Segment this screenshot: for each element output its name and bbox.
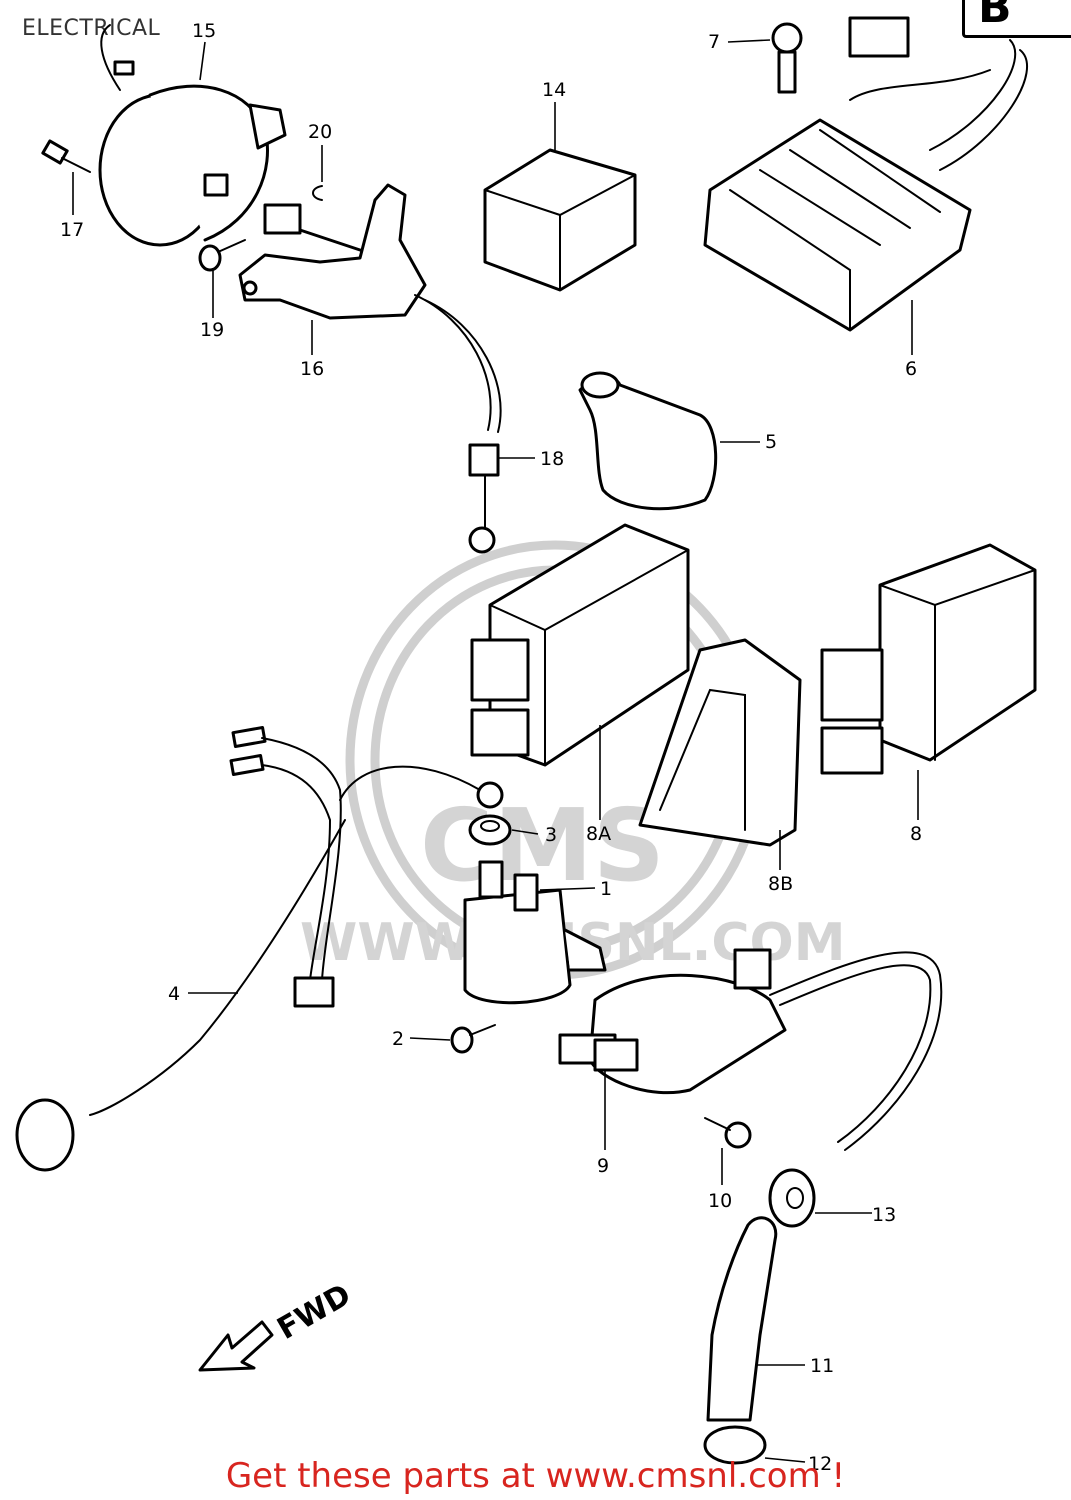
part-1-starter-relay — [463, 860, 607, 1005]
callout-14: 14 — [542, 79, 566, 101]
callout-19: 19 — [200, 319, 224, 341]
part-9-ignition-coil — [558, 948, 943, 1151]
callout-8a: 8A — [586, 823, 611, 845]
callout-3: 3 — [545, 824, 557, 846]
callout-8b: 8B — [768, 873, 793, 895]
callout-7: 7 — [708, 31, 720, 53]
part-7-screw — [771, 22, 803, 94]
page-tab-box — [962, 0, 1071, 38]
part-4-wire-harness — [15, 726, 504, 1172]
part-8-cdi — [820, 543, 1037, 775]
callout-2: 2 — [392, 1028, 404, 1050]
watermark-brand: CMS — [420, 787, 665, 904]
callout-1: 1 — [600, 878, 612, 900]
callout-11: 11 — [810, 1355, 834, 1377]
callout-4: 4 — [168, 983, 180, 1005]
part-10-screw — [704, 1117, 752, 1149]
callout-13: 13 — [872, 1204, 896, 1226]
part-12-washer — [703, 1425, 767, 1465]
callout-10: 10 — [708, 1190, 732, 1212]
fwd-direction-arrow: FWD — [198, 1277, 357, 1372]
callout-16: 16 — [300, 358, 324, 380]
part-5-cap — [578, 371, 718, 511]
part-17-bolt — [41, 139, 91, 173]
part-6-regulator — [703, 16, 1028, 332]
part-18-sensor — [298, 228, 502, 554]
footer-link-text[interactable]: Get these parts at www.cmsnl.com ! — [225, 1456, 846, 1496]
part-16-bracket — [238, 183, 427, 320]
part-2-bolt — [450, 1024, 496, 1054]
callout-17: 17 — [60, 219, 84, 241]
diagram-title: ELECTRICAL — [22, 16, 161, 41]
part-8b-cover — [638, 638, 802, 847]
callout-20: 20 — [308, 121, 332, 143]
part-19-screw — [198, 239, 246, 272]
callout-12: 12 — [808, 1453, 832, 1475]
callout-labels: 15 7 20 14 17 19 16 6 18 5 8A 8B 8 3 1 4… — [60, 20, 922, 1475]
callout-6: 6 — [905, 358, 917, 380]
callout-18: 18 — [540, 448, 564, 470]
callout-5: 5 — [765, 431, 777, 453]
part-11-plug-cap — [706, 1216, 778, 1422]
part-3-nut — [468, 814, 512, 846]
part-13-grommet — [768, 1168, 816, 1228]
part-15-horn — [98, 24, 287, 247]
fwd-label: FWD — [272, 1277, 357, 1347]
part-20-clip — [312, 185, 323, 201]
callout-8: 8 — [910, 823, 922, 845]
callout-9: 9 — [597, 1155, 609, 1177]
page-tab-letter: B — [978, 0, 1012, 33]
leader-lines — [72, 39, 919, 1463]
part-8a-cdi — [470, 523, 690, 767]
callout-15: 15 — [192, 20, 216, 42]
part-14-relay — [483, 148, 637, 292]
